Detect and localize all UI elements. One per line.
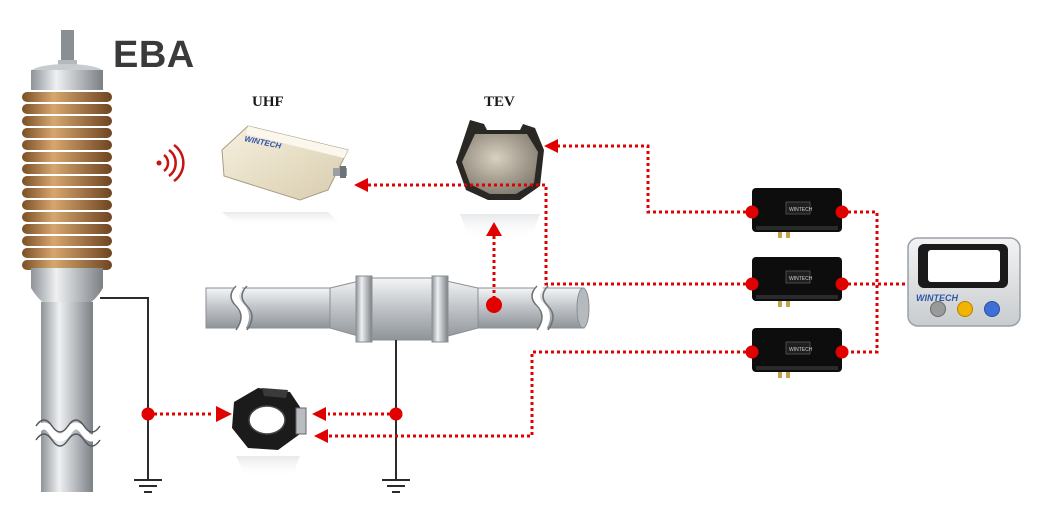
signal-arrowhead bbox=[354, 178, 368, 192]
bushing-shed bbox=[22, 200, 112, 210]
gis-busbar bbox=[205, 275, 590, 343]
uhf-sensor: WINTECH bbox=[221, 125, 349, 226]
bushing-shed bbox=[22, 92, 112, 102]
ground-symbol-icon bbox=[134, 479, 162, 493]
bushing-shed bbox=[22, 164, 112, 174]
bushing-ground-wire bbox=[100, 297, 149, 480]
diagram-title: EBA bbox=[113, 34, 195, 76]
bushing-shed bbox=[22, 176, 112, 186]
signal-arrowhead bbox=[544, 139, 558, 153]
tev-sensor bbox=[456, 120, 544, 240]
bushing-shed bbox=[22, 128, 112, 138]
bushing-shed bbox=[22, 152, 112, 162]
tev-sensor-label: TEV bbox=[484, 94, 515, 110]
bushing-shed bbox=[22, 212, 112, 222]
signal-line-tev-to-module bbox=[548, 144, 752, 214]
signal-arrowhead bbox=[216, 406, 232, 422]
gis-enclosure-center bbox=[329, 277, 479, 341]
uhf-sensor-label: UHF bbox=[252, 94, 284, 110]
connection-dot bbox=[389, 407, 403, 421]
connection-dot bbox=[835, 277, 849, 291]
hfct-sensor bbox=[232, 388, 307, 478]
bushing-shed bbox=[22, 140, 112, 150]
signal-line-hfct-to-module bbox=[318, 350, 752, 438]
bushing-shed bbox=[22, 116, 112, 126]
bushing-sheds bbox=[22, 92, 112, 270]
connection-dot bbox=[835, 205, 849, 219]
signal-arrowhead bbox=[312, 407, 326, 421]
connection-dot bbox=[745, 345, 759, 359]
module-brand-text: WINTECH bbox=[789, 276, 813, 282]
connection-dot bbox=[835, 345, 849, 359]
signal-arrowhead bbox=[314, 429, 328, 443]
acquisition-module: WINTECH bbox=[752, 328, 842, 378]
bushing-shed bbox=[22, 224, 112, 234]
monitor-button-gray bbox=[930, 301, 946, 317]
connection-dot bbox=[141, 407, 155, 421]
bushing-shed bbox=[22, 188, 112, 198]
monitor-button-yellow bbox=[957, 301, 973, 317]
signal-arrowhead bbox=[486, 222, 502, 236]
module-brand-text: WINTECH bbox=[789, 207, 813, 213]
monitor-brand-text: WINTECH bbox=[916, 293, 958, 303]
monitor-host: WINTECH bbox=[907, 237, 1021, 327]
bushing-shed bbox=[22, 104, 112, 114]
bushing-shed bbox=[22, 248, 112, 258]
connection-dot bbox=[745, 205, 759, 219]
wireless-signal-icon bbox=[156, 143, 185, 183]
signal-line-module-bus bbox=[842, 210, 879, 354]
signal-line-uhf-to-module bbox=[358, 183, 752, 286]
bushing-shed bbox=[22, 260, 112, 270]
acquisition-module: WINTECH bbox=[752, 188, 842, 238]
bushing-shed bbox=[22, 236, 112, 246]
monitor-button-blue bbox=[984, 301, 1000, 317]
bushing-column bbox=[41, 302, 93, 492]
tev-coupling-dot bbox=[486, 297, 502, 313]
module-brand-text: WINTECH bbox=[789, 347, 813, 353]
bushing bbox=[22, 30, 112, 492]
acquisition-module: WINTECH bbox=[752, 257, 842, 307]
connection-dot bbox=[745, 277, 759, 291]
